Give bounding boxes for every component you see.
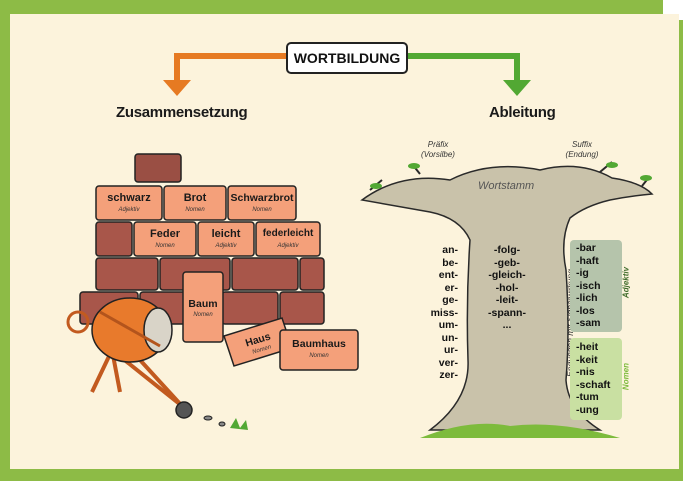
brick-leicht	[197, 221, 255, 257]
leaf-icon	[408, 163, 420, 169]
stem-item: -spann-	[488, 306, 526, 319]
left-arrow	[163, 53, 286, 96]
adjective-suffix: -isch	[576, 279, 601, 292]
wall-brick	[279, 291, 325, 325]
prefix-item: er-	[444, 281, 458, 294]
prefix-item: be-	[442, 256, 458, 269]
prefix-item: zer-	[439, 369, 458, 381]
leaf-icon	[640, 175, 652, 181]
brick-federleicht	[255, 221, 321, 257]
brick-type-brot: Nomen	[185, 207, 205, 213]
brick-word-baum: Baum	[188, 298, 218, 310]
wall-brick	[231, 257, 299, 291]
prefix-item: um-	[438, 319, 458, 331]
noun-suffix: -schaft	[576, 378, 611, 391]
suffix-sub: (Endung)	[565, 150, 599, 159]
stem-item: -gleich-	[488, 269, 526, 281]
stem-item: ...	[502, 319, 512, 331]
brick-word-brot: Brot	[183, 192, 207, 204]
stem-item: -hol-	[495, 281, 519, 294]
noun-suffix: -heit	[576, 341, 599, 353]
main-title: WORTBILDUNG	[286, 42, 408, 74]
brick-schwarzbrot	[227, 185, 297, 221]
adjective-label: Adjektiv	[621, 266, 631, 299]
top-brick	[134, 153, 182, 183]
brick-type-schwarzbrot: Nomen	[252, 207, 272, 213]
grass-tuft	[230, 418, 248, 430]
stem-label: Wortstamm	[478, 180, 535, 192]
noun-suffix: -keit	[576, 353, 598, 366]
adjective-suffix: -los	[576, 304, 595, 317]
brick-brot	[163, 185, 227, 221]
prefix-list: an- be- ent- er- ge- miss- um- un- ur- v…	[424, 244, 458, 382]
prefix-item: un-	[441, 331, 458, 344]
cement-mixer	[66, 297, 193, 419]
adjective-suffix: -haft	[576, 254, 599, 267]
brick-schwarz	[95, 185, 163, 221]
brick-word-schwarzbrot: Schwarzbrot	[230, 192, 294, 204]
right-arrow	[404, 53, 531, 96]
noun-label: Nomen	[621, 362, 631, 391]
adjective-suffix: -lich	[576, 292, 598, 304]
prefix-item: an-	[442, 244, 458, 256]
adjective-suffix: -ig	[576, 267, 589, 279]
brick-word-feder: Feder	[150, 228, 180, 240]
brick-feder	[133, 221, 197, 257]
stem-item: -folg-	[493, 244, 521, 256]
adjective-suffix: -sam	[576, 317, 601, 329]
leaf-icon	[370, 183, 382, 189]
wall-brick	[95, 221, 133, 257]
prefix-item: ge-	[442, 294, 458, 306]
suffix-label: Suffix	[571, 140, 592, 149]
left-heading: Zusammensetzung	[116, 104, 248, 121]
brick-type-baumhaus: Nomen	[309, 353, 329, 359]
adjective-suffix-box	[570, 240, 622, 332]
leaf-icon	[606, 162, 618, 168]
adjective-suffix-list: -bar -haft -ig -isch -lich -los -sam	[576, 242, 601, 330]
brick-type-leicht: Adjektiv	[215, 243, 237, 249]
noun-suffix-box	[570, 338, 622, 420]
brick-word-federleicht: federleicht	[262, 228, 314, 239]
stem-list: -folg- -geb- -gleich- -hol- -leit- -span…	[478, 244, 536, 332]
brick-type-feder: Nomen	[155, 243, 175, 249]
brick-type-schwarz: Adjektiv	[118, 207, 140, 213]
tree-trunk	[360, 165, 654, 431]
prefix-item: ur-	[444, 344, 458, 356]
brick-baum	[182, 271, 224, 343]
noun-suffix-list: -heit -keit -nis -schaft -tum -ung	[576, 341, 610, 416]
noun-suffix: -ung	[576, 403, 599, 416]
wall-brick	[95, 257, 159, 291]
brick-word-schwarz: schwarz	[107, 192, 151, 204]
grass-base	[420, 423, 620, 438]
pebble	[203, 415, 213, 421]
prefix-item: ent-	[438, 269, 458, 281]
pebble	[218, 421, 226, 427]
wall-brick	[299, 257, 325, 291]
prefix-item: miss-	[430, 306, 458, 319]
prefix-item: ver-	[438, 356, 458, 369]
right-heading: Ableitung	[489, 104, 556, 121]
brick-type-baum: Nomen	[193, 312, 213, 318]
brick-type-federleicht: Adjektiv	[277, 243, 299, 249]
brick-word-leicht: leicht	[211, 228, 241, 240]
brick-word-baumhaus: Baumhaus	[292, 338, 346, 350]
praefix-sub: (Vorsilbe)	[421, 150, 455, 159]
brick-baumhaus	[279, 329, 359, 371]
stem-item: -geb-	[494, 256, 520, 269]
praefix-label: Präfix	[427, 140, 449, 149]
noun-suffix: -tum	[576, 391, 599, 403]
stem-item: -leit-	[495, 294, 519, 306]
adjective-suffix: -bar	[576, 242, 596, 254]
noun-suffix: -nis	[576, 366, 595, 378]
